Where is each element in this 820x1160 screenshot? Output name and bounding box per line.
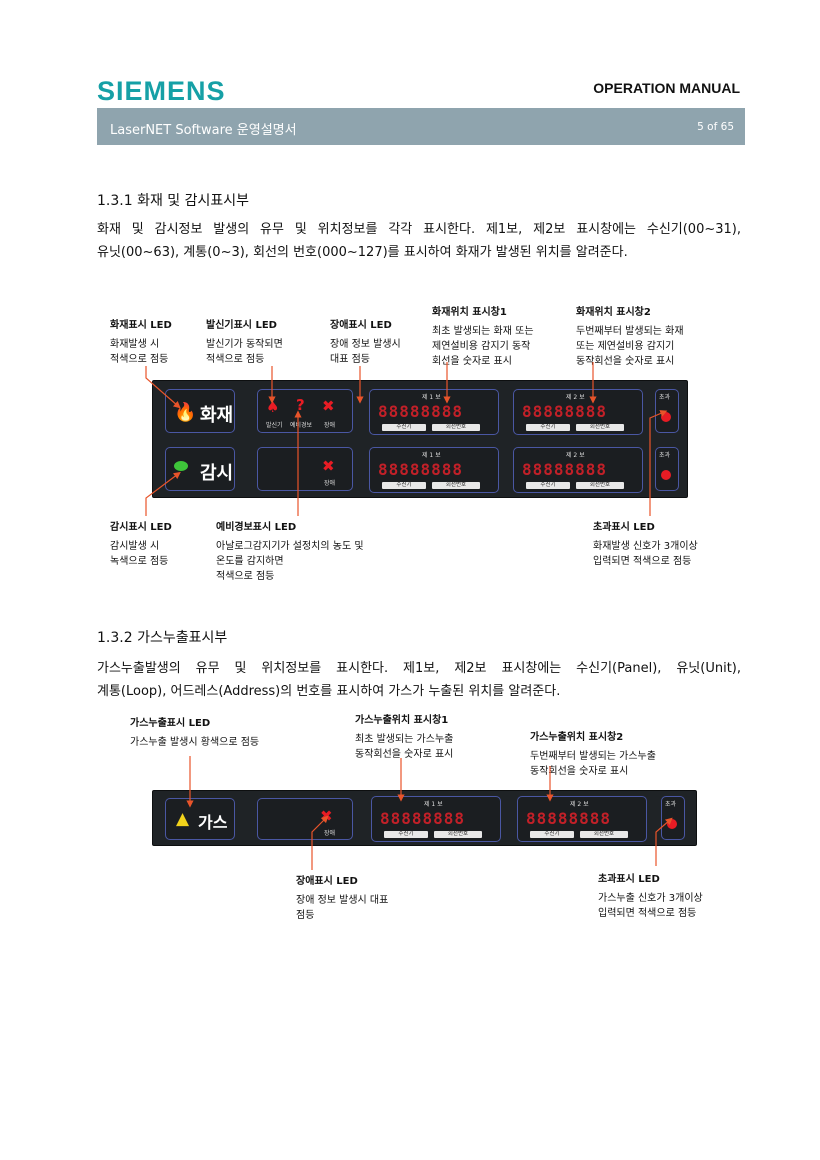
fire-watch-panel: 🔥 화재 감시 ♠ ? ✖ 발신기 예비경보 장애 ✖ 장애 제 1 보 888… xyxy=(152,380,688,498)
gas-over-indicator: 초과 xyxy=(661,796,685,840)
receiver-chip: 수신기 xyxy=(382,482,426,489)
segment-display: 88888888 xyxy=(380,809,466,828)
fault-caption: 장애 xyxy=(324,422,336,429)
siemens-logo: SIEMENS xyxy=(97,76,226,106)
status-led-group: ♠ ? ✖ 발신기 예비경보 장애 xyxy=(257,389,353,433)
fire-icon: 🔥 xyxy=(174,402,197,423)
fire-window-1: 제 1 보 88888888 수신기 회선번호 xyxy=(369,389,499,435)
pre-alarm-caption: 예비경보 xyxy=(290,422,313,429)
gas-indicator: ▲ 가스 xyxy=(165,798,235,840)
segment-display: 88888888 xyxy=(526,809,612,828)
fire-window-2: 제 2 보 88888888 수신기 회선번호 xyxy=(513,389,643,435)
circuit-chip: 회선번호 xyxy=(576,482,624,489)
over-caption: 초과 xyxy=(665,801,677,808)
circuit-chip: 회선번호 xyxy=(432,424,480,431)
gas-window-2: 제 2 보 88888888 수신기 회선번호 xyxy=(517,796,647,842)
over-led xyxy=(667,819,677,829)
watch-label: 감시 xyxy=(200,463,234,484)
over-caption: 초과 xyxy=(659,452,671,459)
manual-label: OPERATION MANUAL xyxy=(593,80,740,96)
segment-display: 88888888 xyxy=(522,402,608,421)
fault-caption: 장애 xyxy=(324,480,336,487)
watch-indicator: 감시 xyxy=(165,447,235,491)
eye-icon xyxy=(174,461,188,471)
section-1-line-1: 화재 및 감시정보 발생의 유무 및 위치정보를 각각 표시한다. 제1보, 제… xyxy=(97,222,741,237)
doc-title: LaserNET Software 운영설명서 xyxy=(110,123,297,138)
watch-window-1: 제 1 보 88888888 수신기 회선번호 xyxy=(369,447,499,493)
transmitter-caption: 발신기 xyxy=(266,422,283,429)
pre-alarm-icon: ? xyxy=(296,396,305,414)
first-report-caption: 제 1 보 xyxy=(424,801,443,808)
fault-caption: 장애 xyxy=(324,830,336,837)
section-heading-2: 1.3.2 가스누출표시부 xyxy=(97,630,228,646)
fault-icon: ✖ xyxy=(322,397,335,415)
gas-window-1: 제 1 보 88888888 수신기 회선번호 xyxy=(371,796,501,842)
over-caption: 초과 xyxy=(659,394,671,401)
gas-fault-group: ✖ 장애 xyxy=(257,798,353,840)
gas-icon: ▲ xyxy=(176,809,190,829)
header-bar xyxy=(97,108,745,145)
receiver-chip: 수신기 xyxy=(384,831,428,838)
section-1-line-2: 유닛(00~63), 계통(0~3), 회선의 번호(000~127)를 표시하… xyxy=(97,245,628,260)
fire-label: 화재 xyxy=(200,405,234,426)
over-led xyxy=(661,412,671,422)
over-led xyxy=(661,470,671,480)
second-report-caption: 제 2 보 xyxy=(566,452,585,459)
first-report-caption: 제 1 보 xyxy=(422,452,441,459)
first-report-caption: 제 1 보 xyxy=(422,394,441,401)
fault-icon: ✖ xyxy=(320,807,333,825)
section-2-line-1: 가스누출발생의 유무 및 위치정보를 표시한다. 제1보, 제2보 표시창에는 … xyxy=(97,661,741,676)
section-2-line-2: 계통(Loop), 어드레스(Address)의 번호를 표시하여 가스가 누출… xyxy=(97,684,561,699)
section-heading-1: 1.3.1 화재 및 감시표시부 xyxy=(97,193,250,209)
gas-label: 가스 xyxy=(198,813,228,832)
segment-display: 88888888 xyxy=(378,460,464,479)
fire-indicator: 🔥 화재 xyxy=(165,389,235,433)
segment-display: 88888888 xyxy=(522,460,608,479)
fault-icon: ✖ xyxy=(322,457,335,475)
circuit-chip: 회선번호 xyxy=(580,831,628,838)
over-indicator-watch: 초과 xyxy=(655,447,679,491)
circuit-chip: 회선번호 xyxy=(432,482,480,489)
receiver-chip: 수신기 xyxy=(530,831,574,838)
segment-display: 88888888 xyxy=(378,402,464,421)
status-led-group-2: ✖ 장애 xyxy=(257,447,353,491)
transmitter-icon: ♠ xyxy=(266,398,280,416)
receiver-chip: 수신기 xyxy=(526,482,570,489)
over-indicator-fire: 초과 xyxy=(655,389,679,433)
receiver-chip: 수신기 xyxy=(382,424,426,431)
receiver-chip: 수신기 xyxy=(526,424,570,431)
circuit-chip: 회선번호 xyxy=(434,831,482,838)
second-report-caption: 제 2 보 xyxy=(570,801,589,808)
watch-window-2: 제 2 보 88888888 수신기 회선번호 xyxy=(513,447,643,493)
second-report-caption: 제 2 보 xyxy=(566,394,585,401)
gas-panel: ▲ 가스 ✖ 장애 제 1 보 88888888 수신기 회선번호 제 2 보 … xyxy=(152,790,697,846)
page-number: 5 of 65 xyxy=(697,121,734,133)
circuit-chip: 회선번호 xyxy=(576,424,624,431)
